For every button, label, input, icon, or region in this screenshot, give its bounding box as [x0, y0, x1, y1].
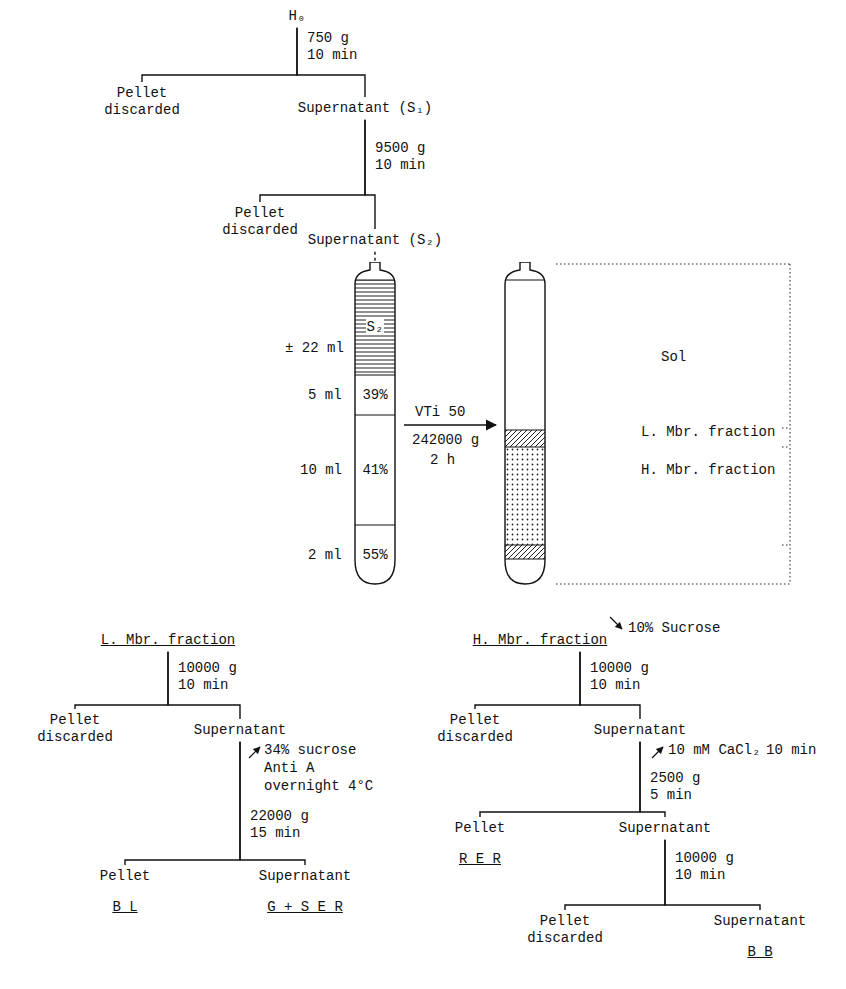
band-boundary [500, 280, 550, 281]
node-text: Supernatant [194, 722, 286, 739]
branch-line [125, 742, 240, 865]
layer-label: H. Mbr. fraction [640, 462, 776, 479]
tube-wall [355, 262, 395, 584]
band-boundary [500, 559, 550, 560]
range-bracket [556, 264, 790, 584]
band-boundary [350, 280, 400, 281]
fraction-label: Supernatant [619, 820, 711, 837]
node-text: Pellet [455, 820, 505, 837]
volume-label: 10 ml [300, 462, 342, 479]
fraction-label: Pellet discarded [435, 712, 515, 746]
reagent-label: 10 mM CaCl₂ [668, 742, 760, 759]
centrifugation-label: VTi 50 [415, 404, 465, 421]
fraction-label: Supernatant (S₁) [298, 100, 432, 117]
node-text: B B [714, 944, 806, 961]
band-boundary [350, 375, 400, 376]
tube-outline [350, 262, 400, 585]
fraction-heading: L. Mbr. fraction [101, 632, 235, 649]
branch-line [365, 120, 375, 229]
gradient-band [500, 447, 550, 545]
band-boundary [350, 415, 400, 416]
node-text: R E R [455, 851, 505, 868]
node-text: Supernatant [714, 913, 806, 930]
fraction-label: Pellet discarded [102, 85, 182, 119]
fraction-heading: H. Mbr. fraction [473, 632, 607, 649]
branch-line [260, 120, 365, 202]
centrifugation-label: 750 g 10 min [307, 30, 370, 64]
fraction-label: Supernatant [594, 722, 686, 739]
volume-label: 2 ml [308, 547, 342, 564]
gradient-tube: S₂ 39% 41% 55% [350, 262, 400, 585]
layer-label: 55% [361, 547, 388, 564]
volume-label: 5 ml [308, 387, 342, 404]
speed-label: 242000 g [412, 432, 479, 449]
node-text: Pellet [100, 868, 150, 885]
fraction-label: Supernatant [194, 722, 286, 739]
branch-line [75, 652, 168, 709]
volume-label: ± 22 ml [285, 340, 344, 357]
reagent-label: 10% Sucrose [628, 620, 720, 637]
tube-outline [500, 262, 550, 585]
sample-label: H₀ [289, 8, 306, 25]
branch-line [480, 742, 640, 817]
node-text: Pellet discarded [435, 712, 515, 746]
node-text: L. Mbr. fraction [101, 632, 235, 649]
product-label: Pellet R E R [455, 820, 505, 868]
node-text: H₀ [289, 8, 306, 25]
layer-label: Sol [660, 349, 687, 366]
tube-wall [505, 262, 545, 584]
fraction-label: Pellet discarded [35, 712, 115, 746]
centrifugation-label: 22000 g 15 min [250, 808, 313, 842]
branch-line [374, 252, 375, 262]
time-label: 10 min [766, 742, 816, 759]
node-text: Pellet discarded [220, 205, 300, 239]
product-label: Supernatant G + S E R [259, 868, 351, 916]
band-boundary [350, 525, 400, 526]
branch-line [665, 840, 760, 910]
node-text: Supernatant [594, 722, 686, 739]
fraction-label: Supernatant (S₂) [308, 232, 442, 249]
layer-label: S₂ [366, 319, 385, 336]
band-boundary [500, 430, 550, 431]
node-text: Supernatant [619, 820, 711, 837]
branch-line [142, 28, 297, 82]
layer-label: L. Mbr. fraction [640, 424, 776, 441]
centrifugation-label: 10000 g 10 min [675, 850, 738, 884]
branch-line [565, 840, 665, 910]
product-label: Supernatant B B [714, 913, 806, 961]
node-text: Pellet discarded [525, 913, 605, 947]
node-text: H. Mbr. fraction [473, 632, 607, 649]
branch-line [475, 652, 580, 709]
transfer-arrow [404, 424, 496, 425]
centrifugation-label: 9500 g 10 min [375, 140, 438, 174]
band-boundary [500, 447, 550, 448]
band-boundary [500, 545, 550, 546]
centrifugation-label: 10000 g 10 min [590, 660, 653, 694]
product-label: Pellet B L [100, 868, 150, 916]
time-label: 2 h [430, 452, 455, 469]
reagent-label: Anti A [264, 760, 314, 777]
node-text: Supernatant [259, 868, 351, 885]
node-text: Supernatant (S₁) [298, 100, 432, 117]
fraction-label: Pellet discarded [220, 205, 300, 239]
centrifugation-label: 2500 g 5 min [650, 770, 713, 804]
layer-label: 39% [361, 387, 388, 404]
centrifugation-label: 10000 g 10 min [178, 660, 241, 694]
node-text: Supernatant (S₂) [308, 232, 442, 249]
gradient-band [350, 280, 400, 375]
fraction-label: Pellet discarded [525, 913, 605, 947]
gradient-band [500, 545, 550, 559]
reagent-label: 34% sucrose [264, 742, 356, 759]
node-text: Pellet discarded [102, 85, 182, 119]
gradient-band [500, 430, 550, 447]
incubation-label: overnight 4°C [264, 778, 373, 795]
node-text: Pellet discarded [35, 712, 115, 746]
centrifuged-tube: Sol L. Mbr. fraction H. Mbr. fraction [500, 262, 780, 585]
node-text: B L [100, 899, 150, 916]
node-text: G + S E R [259, 899, 351, 916]
layer-label: 41% [361, 462, 388, 479]
